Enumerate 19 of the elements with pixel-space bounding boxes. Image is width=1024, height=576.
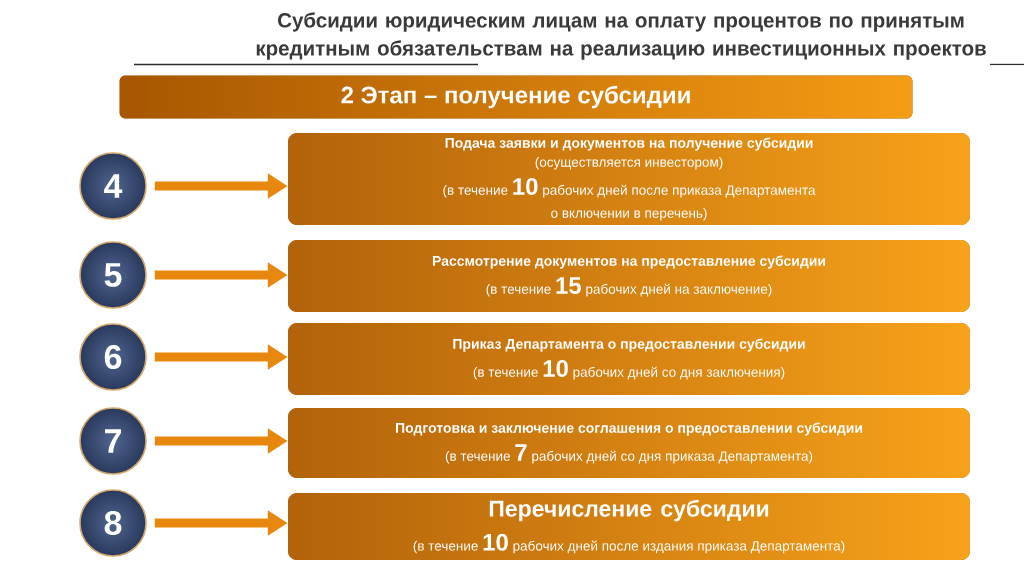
step-title: Приказ Департамента о предоставлении субсидии xyxy=(453,338,805,352)
step-box xyxy=(288,133,970,225)
title: Субсидии юридическим лицам на оплату процентов по принятым кредитным обязательствам на реализацию инвестиционных проектов xyxy=(256,12,986,60)
stage-title: 2 Этап – получение субсидии xyxy=(341,85,690,109)
step-note: (в течение 10 рабочих дней после приказа Департамента о включении в перечень) xyxy=(443,178,816,221)
stage-banner xyxy=(119,75,913,119)
step-title: Подготовка и заключение соглашения о предоставлении субсидии xyxy=(396,422,862,436)
step-title: Подача заявки и документов на получение субсидии xyxy=(445,137,813,151)
step-note: (в течение 7 рабочих дней со дня приказа Департамента) xyxy=(445,444,813,464)
step-note: (в течение 15 рабочих дней на заключение) xyxy=(486,277,772,297)
step-title: Рассмотрение документов на предоставление субсидии xyxy=(432,255,826,269)
step-note: (в течение 10 рабочих дней со дня заключения) xyxy=(473,360,785,380)
step-title: Перечисление субсидии xyxy=(489,499,769,522)
step-box xyxy=(288,240,970,312)
step-box xyxy=(288,323,970,395)
step-box xyxy=(288,408,970,478)
step-note: (в течение 10 рабочих дней после издания приказа Департамента) xyxy=(413,533,845,554)
step-note: (осуществляется инвестором) xyxy=(535,156,723,170)
step-box xyxy=(288,493,970,560)
